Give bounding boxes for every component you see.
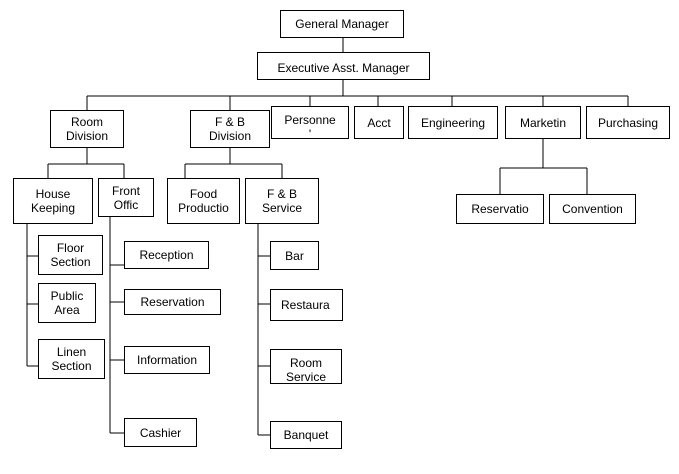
node-room-division: Room Division <box>50 110 124 148</box>
node-house-keeping: House Keeping <box>13 178 93 224</box>
node-general-manager: General Manager <box>280 10 404 38</box>
node-purchasing: Purchasing <box>586 106 670 139</box>
node-food-production: Food Productio <box>167 178 240 224</box>
node-information: Information <box>124 346 210 374</box>
node-banquet: Banquet <box>270 421 342 449</box>
node-floor-section: Floor Section <box>38 235 103 275</box>
node-marketing: Marketin <box>505 106 581 139</box>
node-personnel: Personne ' <box>271 106 349 139</box>
node-executive-asst-manager: Executive Asst. Manager <box>257 52 430 80</box>
node-room-service: Room Service <box>270 349 342 384</box>
node-acct: Acct <box>354 106 404 139</box>
node-fb-division: F & B Division <box>190 110 270 148</box>
node-fb-service: F & B Service <box>245 178 319 224</box>
node-restaurant: Restaura <box>270 289 343 321</box>
node-front-office: Front Offic <box>98 178 154 217</box>
node-cashier: Cashier <box>124 418 197 447</box>
node-linen-section: Linen Section <box>38 339 105 379</box>
node-reception: Reception <box>124 241 209 269</box>
node-reservation-marketing: Reservatio <box>456 194 544 224</box>
node-bar: Bar <box>270 241 319 270</box>
node-engineering: Engineering <box>408 106 498 139</box>
node-public-area: Public Area <box>38 283 96 323</box>
node-reservation-front-office: Reservation <box>124 289 221 315</box>
node-convention: Convention <box>549 194 636 224</box>
